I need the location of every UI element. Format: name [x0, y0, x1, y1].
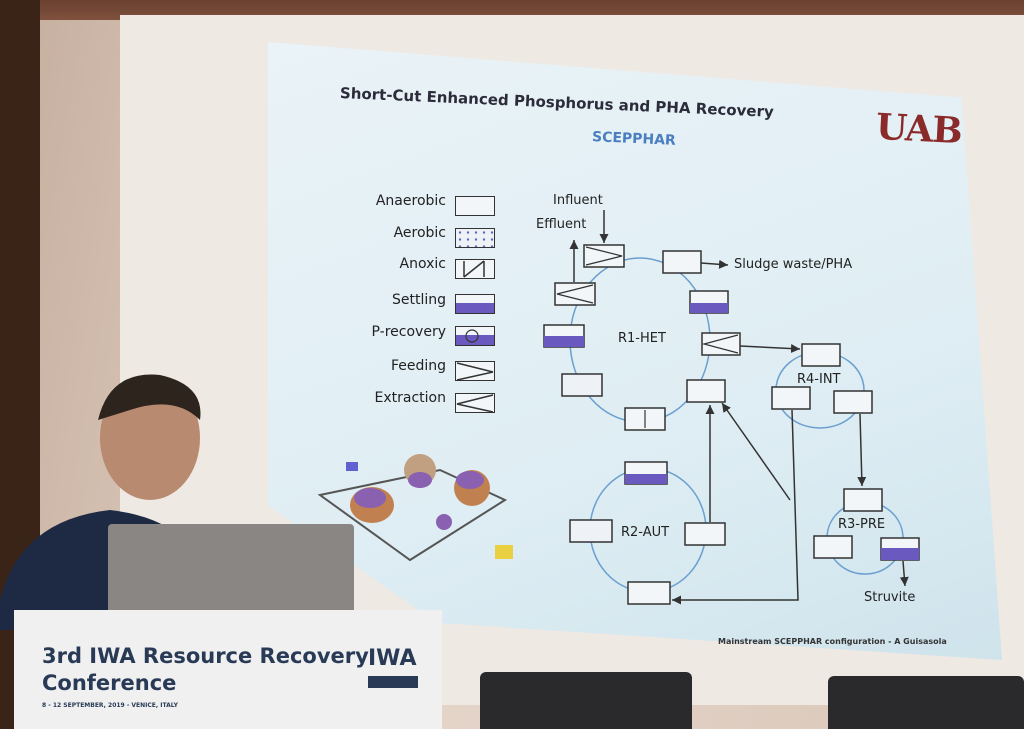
r4-label: R4-INT: [797, 372, 841, 387]
legend-box-settling: [455, 294, 495, 314]
legend-label-anaerobic: Anaerobic: [375, 193, 446, 209]
legend-box-aerobic: [455, 228, 495, 248]
plant-illustration: [317, 454, 513, 562]
struvite-label: Struvite: [864, 590, 916, 605]
iwa-logo: IWA: [368, 646, 417, 671]
sludge-label: Sludge waste/PHA: [734, 257, 853, 272]
laptop: [108, 524, 354, 614]
legend-label-aerobic: Aerobic: [393, 225, 446, 241]
legend-label-anoxic: Anoxic: [399, 256, 446, 272]
legend-box-feeding: [455, 361, 495, 381]
podium: [14, 610, 442, 729]
legend-label-settling: Settling: [391, 292, 446, 308]
influent-label: Influent: [553, 193, 603, 208]
p-recovery-mark: [465, 329, 479, 343]
slide: [268, 42, 1002, 660]
legend-box-p-recovery: [455, 326, 495, 346]
r1-label: R1-HET: [618, 331, 666, 346]
effluent-label: Effluent: [536, 217, 587, 232]
legend-label-extraction: Extraction: [374, 390, 446, 406]
conference-name: 3rd IWA Resource Recovery: [42, 644, 369, 668]
legend-box-extraction: [455, 393, 495, 413]
chair-left: [480, 672, 692, 729]
legend-box-anaerobic: [455, 196, 495, 216]
r3-label: R3-PRE: [838, 517, 886, 532]
conference-dates: 8 - 12 SEPTEMBER, 2019 - VENICE, ITALY: [42, 702, 179, 709]
feeding-mark: [456, 362, 494, 381]
extraction-mark: [456, 394, 494, 413]
slide-footer: Mainstream SCEPPHAR configuration - A Gu…: [718, 637, 947, 646]
legend-label-p-recovery: P-recovery: [371, 324, 446, 340]
conference-word: Conference: [42, 671, 177, 695]
r2-label: R2-AUT: [621, 525, 670, 540]
legend-label-feeding: Feeding: [390, 358, 446, 374]
chair-right: [828, 676, 1024, 729]
iwa-logo-band: [368, 676, 418, 688]
